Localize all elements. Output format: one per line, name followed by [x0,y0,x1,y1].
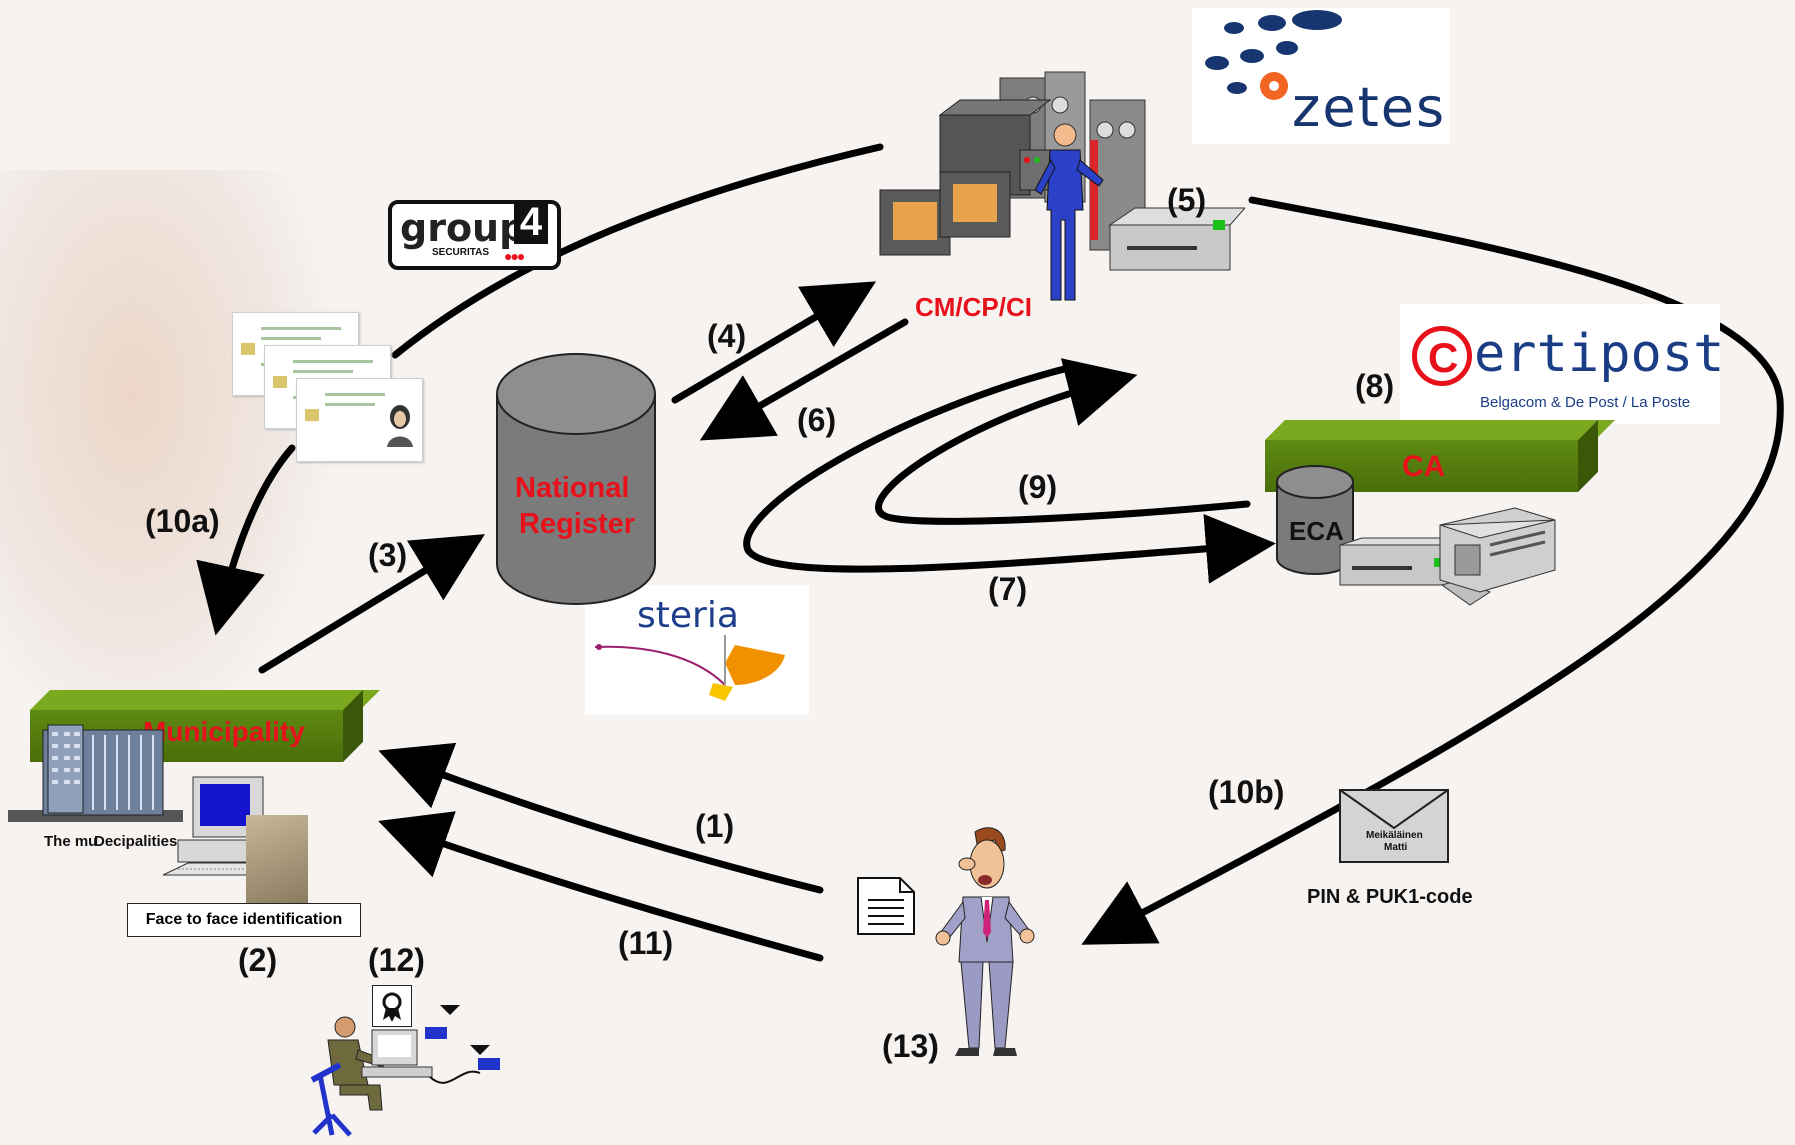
group4-wordmark: group [400,206,527,250]
certipost-c-letter: C [1428,334,1459,381]
officer-workstation [310,985,510,1145]
cm-cp-ci-machinery [865,60,1245,310]
eca-cylinder-icon [1276,465,1354,575]
step-label-1: (1) [695,808,735,844]
step-label-10a: (10a) [145,503,220,539]
group4-logo: group 4 SECURITAS ●●● [388,200,561,270]
steria-logo: steria [585,585,809,715]
arrow-10a [196,444,296,636]
step-label-4: (4) [707,318,747,354]
pin-puk-label: PIN & PUK1-code [1307,886,1473,908]
eca-database: ECA [1275,462,1355,576]
step-label-10b: (10b) [1208,774,1285,810]
step-label-8: (8) [1355,368,1395,404]
zetes-logo: zetes [1192,8,1450,144]
arrow-1 [378,742,824,894]
municipality-building: The mu Decipalities [8,720,183,850]
id-cards [230,312,430,462]
steria-wordmark: steria [637,595,739,636]
zetes-dots-icon [1205,10,1342,100]
application-form-icon [856,876,916,936]
envelope-icon [1339,789,1449,863]
national-register-label-line2: Register [519,508,636,540]
arrow-3 [258,534,485,674]
face-to-face-identification-label: Face to face identification [127,903,361,937]
national-register-database: National Register [495,352,657,607]
municipality-caption-a: The mu [44,833,98,850]
step-label-2: (2) [238,942,278,978]
pin-envelope: Meikäläinen Matti [1338,788,1450,864]
step-label-9: (9) [1018,469,1058,505]
municipality-caption-b: Decipalities [94,833,178,850]
arrow-7 [743,363,1276,584]
background-photo [0,170,330,730]
arrow-6 [699,318,909,441]
group4-number: 4 [514,200,548,244]
zetes-wordmark: zetes [1292,76,1447,139]
database-cylinder-icon [496,353,656,605]
envelope-name-line1: Meikäläinen [1366,830,1423,841]
step-label-13: (13) [882,1028,939,1064]
securitas-dots-icon: ●●● [504,248,525,264]
arrow-group4-to-cards [391,143,884,359]
server-room-icon [879,71,1245,301]
ca-label: CA [1402,450,1446,483]
officer-at-computer-icon [310,1005,500,1137]
national-register-label-line1: National [515,472,630,504]
steria-swoosh-icon [594,635,785,701]
id-card-3 [296,378,423,462]
arrow-9 [875,358,1251,525]
certipost-subtitle: Belgacom & De Post / La Poste [1480,394,1691,411]
municipality-computer [158,775,308,905]
envelope-name-line2: Matti [1384,842,1408,853]
certipost-logo: C ertipost Belgacom & De Post / La Poste [1400,304,1724,424]
step-label-7: (7) [988,571,1028,607]
step-label-5: (5) [1167,182,1207,218]
cm-cp-ci-label: CM/CP/CI [915,292,1032,322]
step-label-12: (12) [368,942,425,978]
group4-subtitle: SECURITAS [432,247,490,258]
municipality-label: Municipality [143,716,305,747]
ca-printer-icon [1339,507,1556,606]
step-label-3: (3) [368,537,408,573]
ca-hardware [1330,500,1560,610]
arrow-11 [378,811,824,962]
certificate-document-icon [372,985,412,1027]
portrait-icon [387,405,413,447]
arrow-10b [1081,196,1784,945]
face-photo [246,815,308,905]
building-icon [8,724,183,822]
step-label-11: (11) [618,925,674,961]
step-label-6: (6) [797,402,837,438]
citizen [935,822,1035,1062]
citizen-person-icon [935,827,1035,1056]
arrow-4 [671,281,877,404]
certipost-c-icon: C [1412,326,1472,386]
certipost-wordmark: ertipost [1474,324,1725,384]
eca-label: ECA [1289,516,1344,546]
